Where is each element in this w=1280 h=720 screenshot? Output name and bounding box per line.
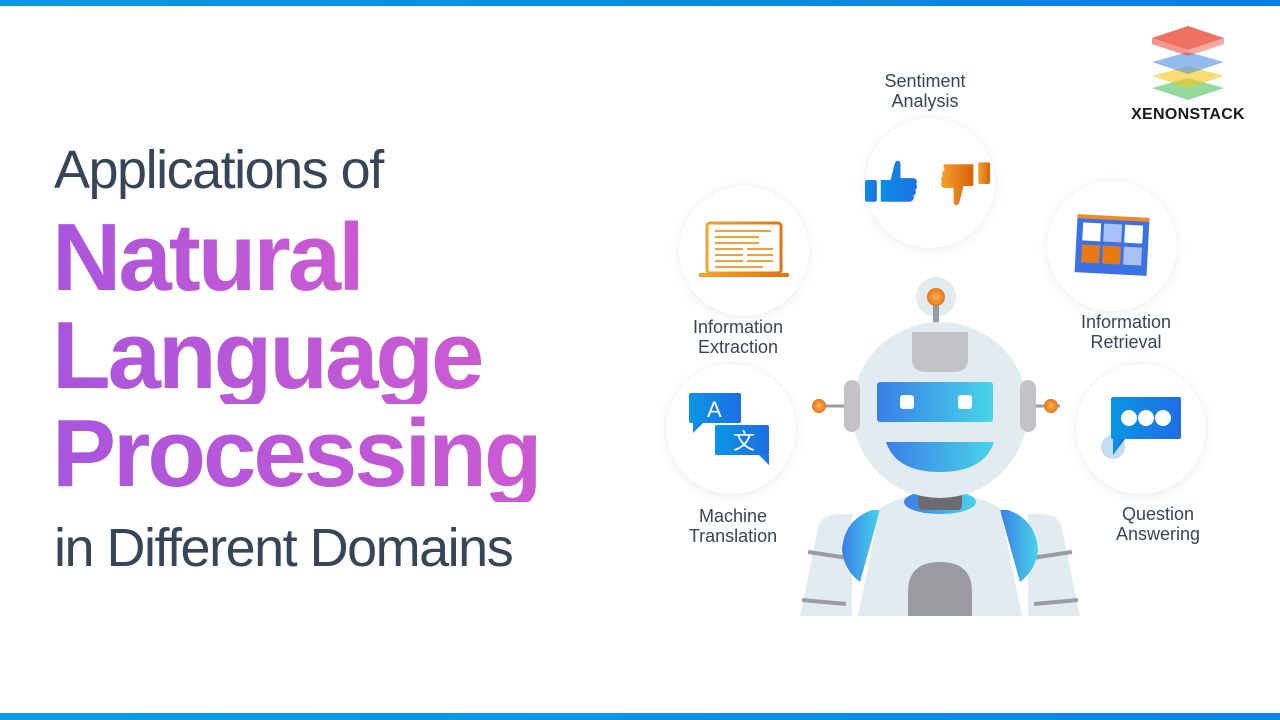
label-information-extraction: Information Extraction (658, 317, 818, 357)
laptop-document-icon (699, 221, 789, 277)
brand-logo: XENONSTACK (1125, 22, 1251, 124)
question-answering-circle (1076, 364, 1206, 494)
information-extraction-circle (679, 186, 809, 316)
bottom-accent-bar (0, 713, 1280, 720)
label-line: Answering (1115, 524, 1201, 544)
label-sentiment-analysis: Sentiment Analysis (845, 71, 1005, 111)
title-line-domains: in Different Domains (54, 518, 514, 578)
svg-text:文: 文 (733, 430, 755, 455)
grid-window-icon (1074, 214, 1150, 276)
translate-bubbles-icon: A 文 (689, 393, 769, 465)
thumbs-up-down-icon (865, 160, 991, 206)
svg-text:A: A (707, 397, 722, 422)
title-line-processing: Processing (52, 400, 543, 507)
label-line: Extraction (697, 337, 779, 357)
title-line-natural: Natural (52, 204, 365, 311)
label-line: Analysis (891, 91, 959, 111)
information-retrieval-circle (1047, 181, 1177, 311)
title-line-applications: Applications of (54, 140, 384, 200)
brand-name: XENONSTACK (1131, 106, 1245, 123)
label-line: Machine (698, 506, 768, 526)
robot-illustration (800, 277, 1080, 616)
sentiment-analysis-circle (865, 118, 995, 248)
label-information-retrieval: Information Retrieval (1046, 312, 1206, 352)
label-line: Sentiment (884, 71, 966, 91)
title-line-language: Language (52, 302, 484, 409)
chat-bubble-dots-icon (1101, 397, 1181, 459)
top-accent-bar (0, 0, 1280, 6)
label-machine-translation: Machine Translation (653, 506, 813, 546)
label-line: Question (1121, 504, 1195, 524)
label-line: Information (1080, 312, 1172, 332)
machine-translation-circle: A 文 (666, 364, 796, 494)
stacked-layers-icon (1152, 26, 1224, 100)
label-question-answering: Question Answering (1078, 504, 1238, 544)
label-line: Translation (688, 526, 778, 546)
label-line: Information (692, 317, 784, 337)
label-line: Retrieval (1090, 332, 1162, 352)
